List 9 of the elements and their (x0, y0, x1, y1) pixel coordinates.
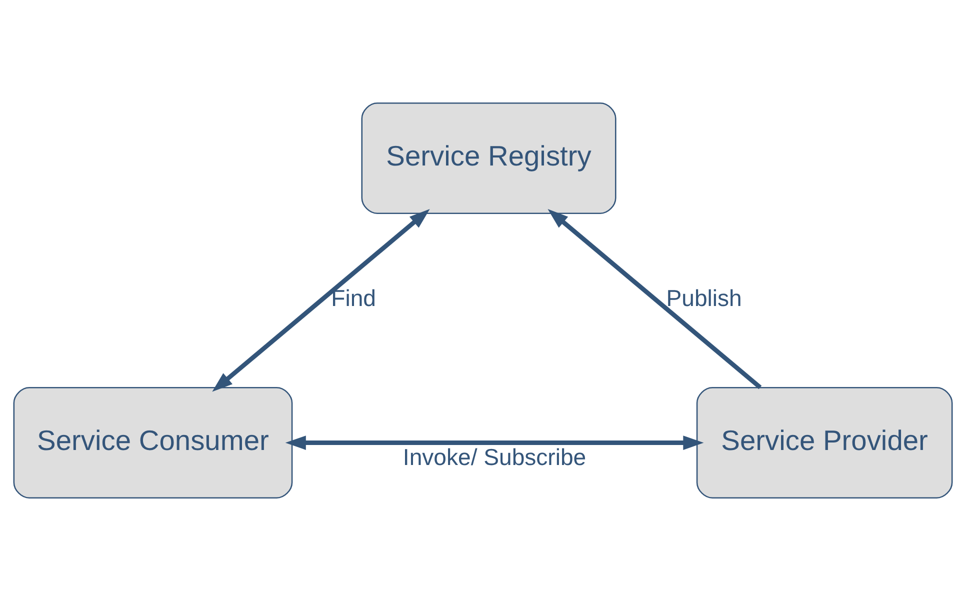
node-box: Service Consumer (13, 386, 293, 498)
node-box: Service Registry (361, 102, 616, 214)
edge-label: Publish (666, 284, 742, 311)
edge-label: Invoke/ Subscribe (402, 444, 586, 470)
node-box: Service Provider (696, 386, 953, 498)
arrow (548, 208, 762, 389)
arrow (285, 435, 704, 450)
arrow (212, 208, 430, 392)
edge-label: Find (331, 284, 376, 311)
